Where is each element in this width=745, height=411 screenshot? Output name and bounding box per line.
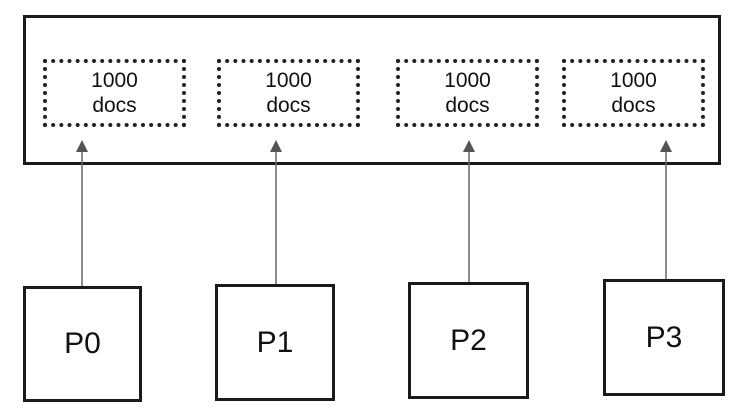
doc-chunk-unit: docs bbox=[92, 94, 137, 117]
doc-chunk-count: 1000 bbox=[444, 68, 491, 92]
process-label: P3 bbox=[645, 320, 683, 354]
process-box-p3: P3 bbox=[603, 279, 725, 396]
doc-chunk-3: 1000 docs bbox=[562, 59, 705, 127]
doc-chunk-count: 1000 bbox=[610, 68, 657, 92]
doc-chunk-unit: docs bbox=[266, 94, 311, 117]
doc-chunk-unit: docs bbox=[445, 94, 490, 117]
doc-chunk-0: 1000 docs bbox=[43, 59, 186, 127]
doc-chunk-1: 1000 docs bbox=[217, 59, 360, 127]
process-box-p2: P2 bbox=[408, 282, 529, 399]
process-box-p0: P0 bbox=[23, 286, 142, 402]
process-box-p1: P1 bbox=[215, 284, 335, 401]
doc-chunk-count: 1000 bbox=[91, 68, 138, 92]
doc-chunk-2: 1000 docs bbox=[396, 59, 539, 127]
process-label: P2 bbox=[450, 323, 487, 357]
doc-chunk-count: 1000 bbox=[265, 68, 312, 92]
doc-chunk-unit: docs bbox=[611, 94, 656, 117]
process-label: P1 bbox=[256, 325, 294, 359]
process-label: P0 bbox=[64, 327, 101, 360]
